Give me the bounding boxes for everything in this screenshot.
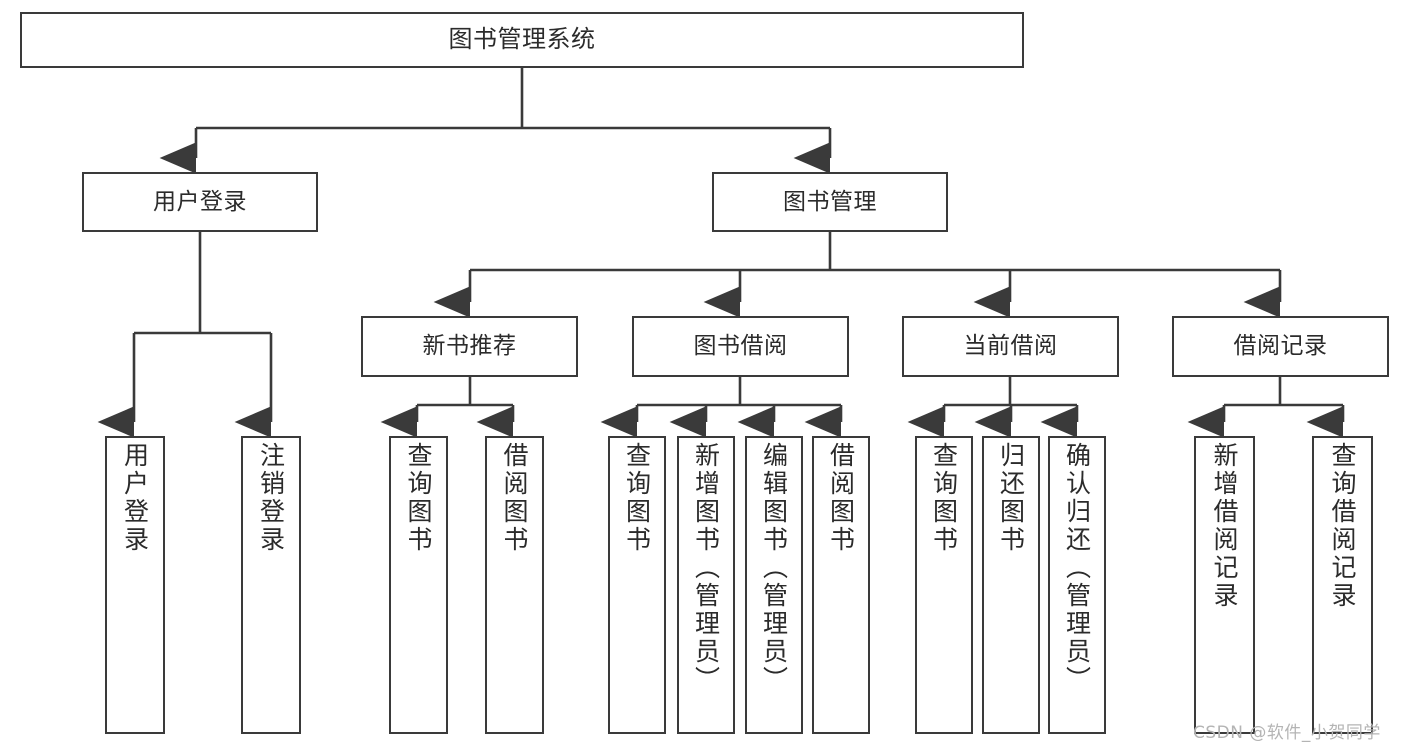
node-borrow-records[interactable]: 借阅记录 [1172, 316, 1389, 377]
node-root-book-management-system[interactable]: 图书管理系统 [20, 12, 1024, 68]
node-label: 新书推荐 [422, 333, 517, 360]
node-label: 借阅图书 [826, 442, 856, 554]
node-label: 查询图书 [404, 442, 433, 554]
leaf-add-borrow-record[interactable]: 新增借阅记录 [1194, 436, 1255, 734]
node-book-management[interactable]: 图书管理 [712, 172, 948, 232]
leaf-edit-book-admin[interactable]: 编辑图书（管理员） [745, 436, 803, 734]
node-label: 当前借阅 [963, 333, 1058, 360]
node-label: 用户登录 [153, 188, 247, 215]
csdn-watermark: CSDN @软件_小贺同学 [1193, 723, 1381, 743]
node-label: 编辑图书（管理员） [759, 442, 789, 694]
leaf-confirm-return-admin[interactable]: 确认归还（管理员） [1048, 436, 1106, 734]
node-label: 确认归还（管理员） [1062, 442, 1092, 694]
node-user-login[interactable]: 用户登录 [82, 172, 318, 232]
leaf-logout-login[interactable]: 注销登录 [241, 436, 301, 734]
node-current-borrowing[interactable]: 当前借阅 [902, 316, 1119, 377]
node-label: 查询图书 [622, 442, 652, 554]
node-label: 用户登录 [120, 442, 150, 554]
leaf-query-borrow-record[interactable]: 查询借阅记录 [1312, 436, 1373, 734]
node-label: 新增借阅记录 [1210, 442, 1239, 610]
node-label: 归还图书 [996, 442, 1026, 554]
leaf-borrow-book-borrowing[interactable]: 借阅图书 [812, 436, 870, 734]
node-new-book-recommendation[interactable]: 新书推荐 [361, 316, 578, 377]
leaf-user-login[interactable]: 用户登录 [105, 436, 165, 734]
node-label: 图书管理 [783, 188, 877, 215]
node-label: 图书管理系统 [448, 25, 596, 54]
node-label: 查询图书 [929, 442, 959, 554]
leaf-query-book-current[interactable]: 查询图书 [915, 436, 973, 734]
node-label: 查询借阅记录 [1328, 442, 1357, 610]
leaf-return-book[interactable]: 归还图书 [982, 436, 1040, 734]
leaf-add-book-admin[interactable]: 新增图书（管理员） [677, 436, 735, 734]
node-book-borrowing[interactable]: 图书借阅 [632, 316, 849, 377]
node-label: 注销登录 [256, 442, 286, 554]
node-label: 新增图书（管理员） [691, 442, 721, 694]
leaf-borrow-book-recommendation[interactable]: 借阅图书 [485, 436, 544, 734]
node-label: 借阅记录 [1233, 333, 1328, 360]
leaf-query-book-recommendation[interactable]: 查询图书 [389, 436, 448, 734]
node-label: 图书借阅 [693, 333, 788, 360]
node-label: 借阅图书 [500, 442, 529, 554]
leaf-query-book-borrowing[interactable]: 查询图书 [608, 436, 666, 734]
